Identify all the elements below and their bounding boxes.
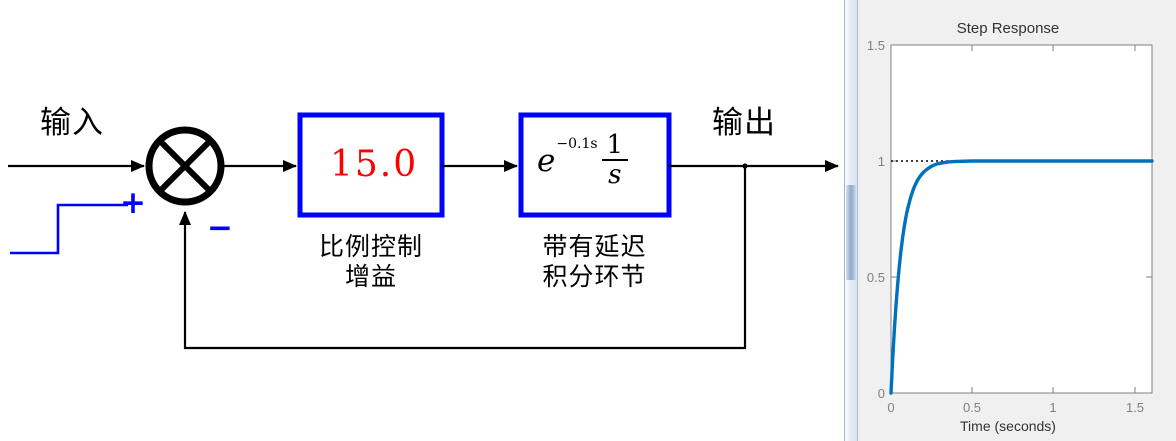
ytick-label-3: 1.5 <box>867 38 885 53</box>
xtick-label-2: 1 <box>1049 400 1056 415</box>
xtick-label-1: 0.5 <box>963 400 981 415</box>
gain-block-caption: 比例控制 增益 <box>307 232 435 291</box>
step-response-curve <box>889 159 1154 395</box>
x-axis-tick-labels: 0 0.5 1 1.5 <box>887 400 1144 415</box>
plot-axes-box <box>890 44 1153 394</box>
x-axis-label: Time (seconds) <box>960 418 1056 434</box>
plant-integrator-fraction: 1 s <box>601 130 629 190</box>
plant-block-rect <box>518 112 672 218</box>
step-source-waveform <box>10 203 128 255</box>
step-response-panel: Step Response 1.5 1 0.5 0 <box>840 0 1176 441</box>
block-diagram-canvas: 输入 输出 + − 15.0 比例控制 增益 e−0.1s 1 s 带有延迟 积… <box>8 105 839 350</box>
fraction-numerator: 1 <box>606 130 624 160</box>
plant-e-base: e <box>537 143 556 179</box>
summing-plus-sign: + <box>120 185 146 221</box>
plant-exponent: −0.1s <box>556 135 598 152</box>
xtick-label-0: 0 <box>887 400 894 415</box>
plant-exponential-term: e−0.1s <box>537 136 598 179</box>
vertical-scrollbar-thumb[interactable] <box>846 185 856 280</box>
step-response-chart: 1.5 1 0.5 0 0 0.5 1 1.5 <box>867 38 1154 415</box>
gain-block-rect <box>297 112 445 218</box>
panel-divider <box>840 0 845 441</box>
output-label: 输出 <box>712 105 776 141</box>
y-axis-tick-labels: 1.5 1 0.5 0 <box>867 38 885 401</box>
gain-caption-line-2: 增益 <box>344 261 397 291</box>
ytick-label-1: 0.5 <box>867 270 885 285</box>
plot-title: Step Response <box>956 20 1060 37</box>
plant-caption-line-1: 带有延迟 <box>542 232 647 261</box>
plant-caption-line-2: 积分环节 <box>542 261 647 291</box>
ytick-label-0: 0 <box>878 386 885 401</box>
sum-junction-x-stroke-2 <box>158 139 212 193</box>
feedback-path-line <box>179 166 747 350</box>
fraction-denominator: s <box>608 160 622 190</box>
plant-transfer-function: e−0.1s 1 s <box>537 130 629 190</box>
fraction-bar <box>601 159 629 161</box>
input-label: 输入 <box>40 105 104 141</box>
gain-value-text: 15.0 <box>330 144 419 185</box>
diagram-vector-layer <box>8 112 839 350</box>
summing-minus-sign: − <box>207 210 233 246</box>
xtick-label-3: 1.5 <box>1126 400 1144 415</box>
gain-caption-line-1: 比例控制 <box>318 232 423 261</box>
ytick-label-2: 1 <box>878 154 885 169</box>
plant-block-caption: 带有延迟 积分环节 <box>527 232 662 291</box>
